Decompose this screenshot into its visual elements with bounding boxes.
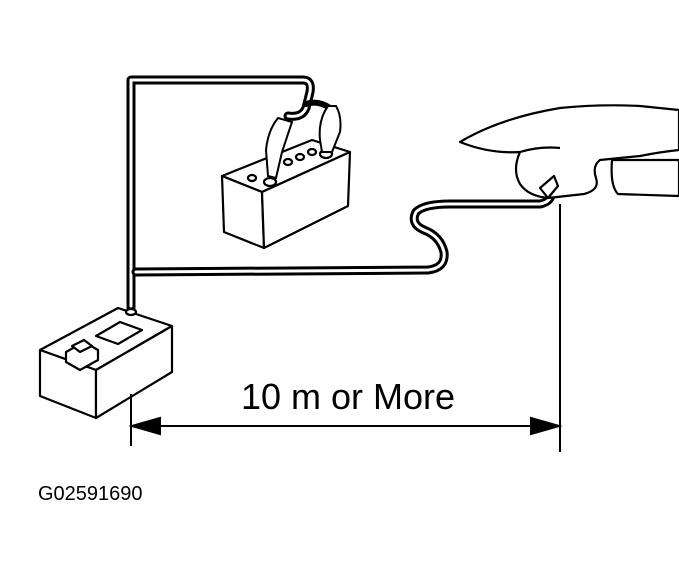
battery-cap-4: [306, 147, 318, 157]
battery-side: [260, 150, 352, 250]
tester-knob-top: [70, 338, 94, 354]
cable-group: [126, 75, 557, 313]
battery-cap-3: [294, 152, 306, 162]
cable-to-probe-inner: [134, 188, 554, 274]
distance-label: 10 m or More: [241, 376, 455, 417]
battery-terminal-neg: [262, 176, 278, 188]
battery: [220, 138, 352, 250]
figure-code: G02591690: [38, 483, 143, 505]
tester-display: [94, 320, 144, 346]
battery-clamps: [264, 105, 342, 180]
clamp-neg-icon: [264, 116, 294, 180]
clamp-pos-icon: [318, 105, 342, 153]
tester-unit: [38, 306, 174, 420]
hand-finger-crease: [519, 146, 561, 154]
cable-to-battery-inner: [129, 78, 312, 308]
hand-holding-probe: [458, 104, 679, 200]
tester-jack: [124, 307, 138, 317]
probe-tip-icon: [538, 174, 560, 200]
tester-side: [94, 324, 174, 420]
hand-fingers: [458, 104, 679, 200]
arrowhead-right-icon: [530, 416, 563, 436]
dimension-measure: [128, 204, 563, 452]
battery-cap-1: [246, 173, 258, 183]
arrowhead-left-icon: [128, 416, 161, 436]
hand-knuckle: [610, 158, 679, 198]
battery-cap-2: [282, 157, 294, 167]
